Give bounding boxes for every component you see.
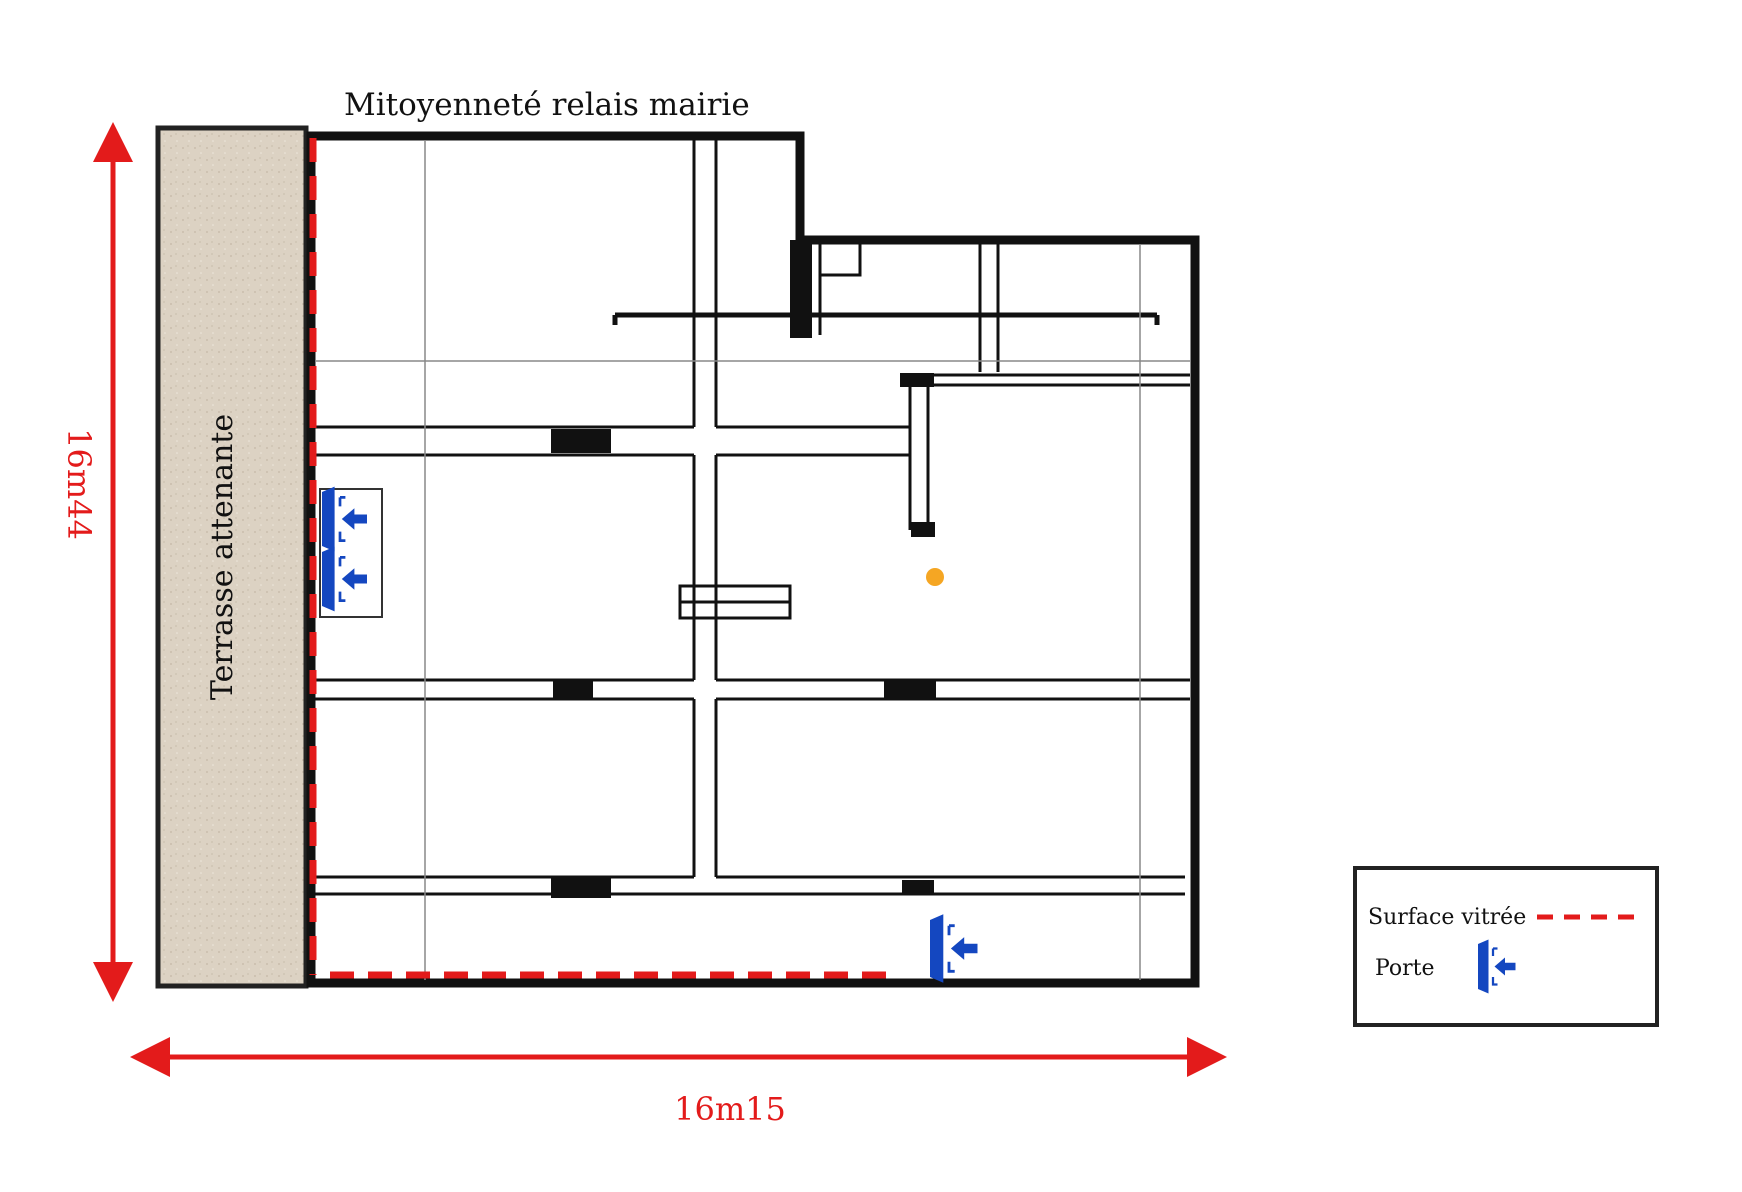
legend-door-label: Porte bbox=[1375, 956, 1435, 981]
legend-glass-label: Surface vitrée bbox=[1368, 905, 1526, 930]
door-icon bbox=[319, 485, 383, 618]
interior-walls bbox=[315, 140, 1190, 980]
glazed-surface bbox=[309, 138, 888, 979]
legend: Surface vitrée Porte bbox=[1353, 866, 1659, 1027]
outer-walls bbox=[306, 131, 1200, 988]
height-dimension: 16m44 bbox=[60, 122, 133, 1002]
width-dimension-label: 16m15 bbox=[674, 1090, 786, 1128]
room-label-box bbox=[678, 584, 792, 620]
plan-title: Mitoyenneté relais mairie bbox=[344, 87, 750, 123]
width-dimension: 16m15 bbox=[130, 1037, 1227, 1128]
height-dimension-label: 16m44 bbox=[60, 428, 98, 540]
columns bbox=[551, 240, 936, 898]
door-icon bbox=[928, 912, 979, 985]
location-marker bbox=[926, 568, 944, 586]
terrace: Terrasse attenante bbox=[155, 125, 309, 989]
terrace-label: Terrasse attenante bbox=[205, 414, 240, 700]
